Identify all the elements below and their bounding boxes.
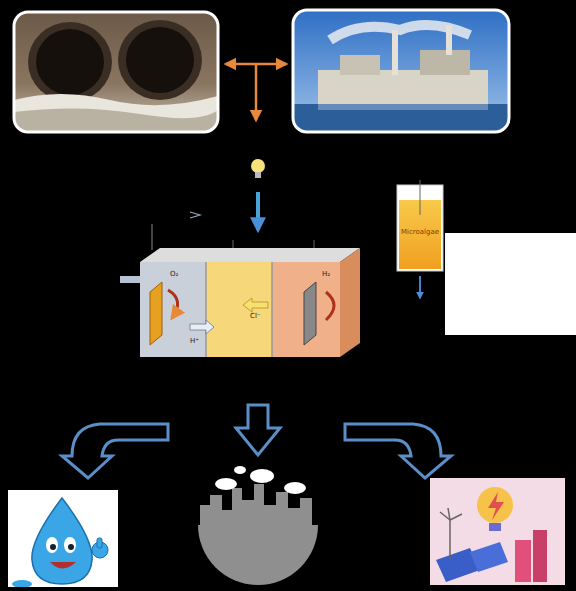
output-arrow [62,424,168,478]
beaker [397,180,443,271]
down-arrow [255,64,258,120]
outflow-arrow [419,276,421,298]
wire [152,224,153,250]
chemical-label: O₂ [170,270,178,278]
industry-photo [293,10,509,132]
city-icon [198,466,318,585]
chemical-label: Cl⁻ [250,312,261,320]
light-arrow [256,192,260,230]
electrochemical-cell [120,248,360,357]
light-bulb [251,159,265,178]
beaker-label-box: Microalgae [399,222,441,242]
white-panel [445,233,576,335]
photo-frame [293,10,509,132]
chemical-label: H₂ [322,270,330,278]
sewage-photo [14,12,218,132]
small-marker [190,212,200,218]
output-arrow [345,424,451,478]
node-text: Microalgae [401,228,439,236]
chemical-label: H⁺ [190,337,199,345]
water-drop-icon [8,490,118,587]
energy-icon [430,478,565,585]
output-arrow [236,405,280,455]
photo-frame [14,12,218,132]
